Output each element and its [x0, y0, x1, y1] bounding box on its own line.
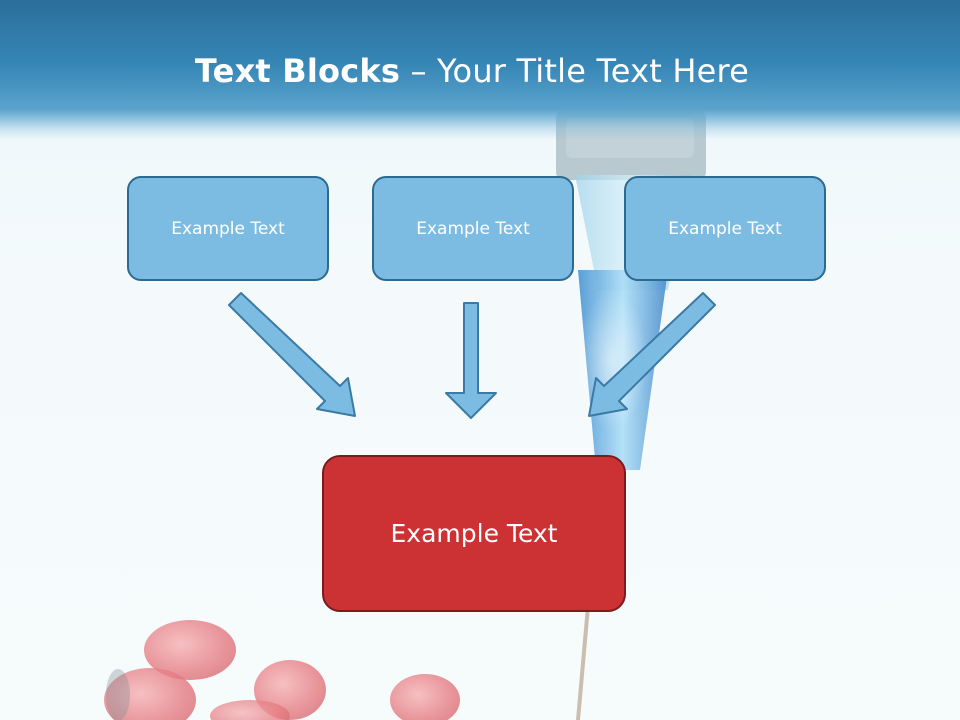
text-block-1[interactable]: Example Text	[127, 176, 329, 281]
text-block-3-label: Example Text	[668, 218, 782, 239]
main-text-block-label: Example Text	[390, 519, 558, 548]
text-block-2[interactable]: Example Text	[372, 176, 574, 281]
main-text-block[interactable]: Example Text	[322, 455, 626, 612]
arrow-left	[228, 292, 356, 417]
text-block-2-label: Example Text	[416, 218, 530, 239]
text-block-3[interactable]: Example Text	[624, 176, 826, 281]
text-block-1-label: Example Text	[171, 218, 285, 239]
slide-title: Text Blocks – Your Title Text Here	[0, 52, 944, 90]
title-rest: – Your Title Text Here	[400, 52, 750, 90]
arrow-center	[445, 302, 497, 419]
title-bold: Text Blocks	[194, 52, 401, 90]
title-bar	[0, 0, 960, 140]
arrow-right	[588, 292, 716, 417]
